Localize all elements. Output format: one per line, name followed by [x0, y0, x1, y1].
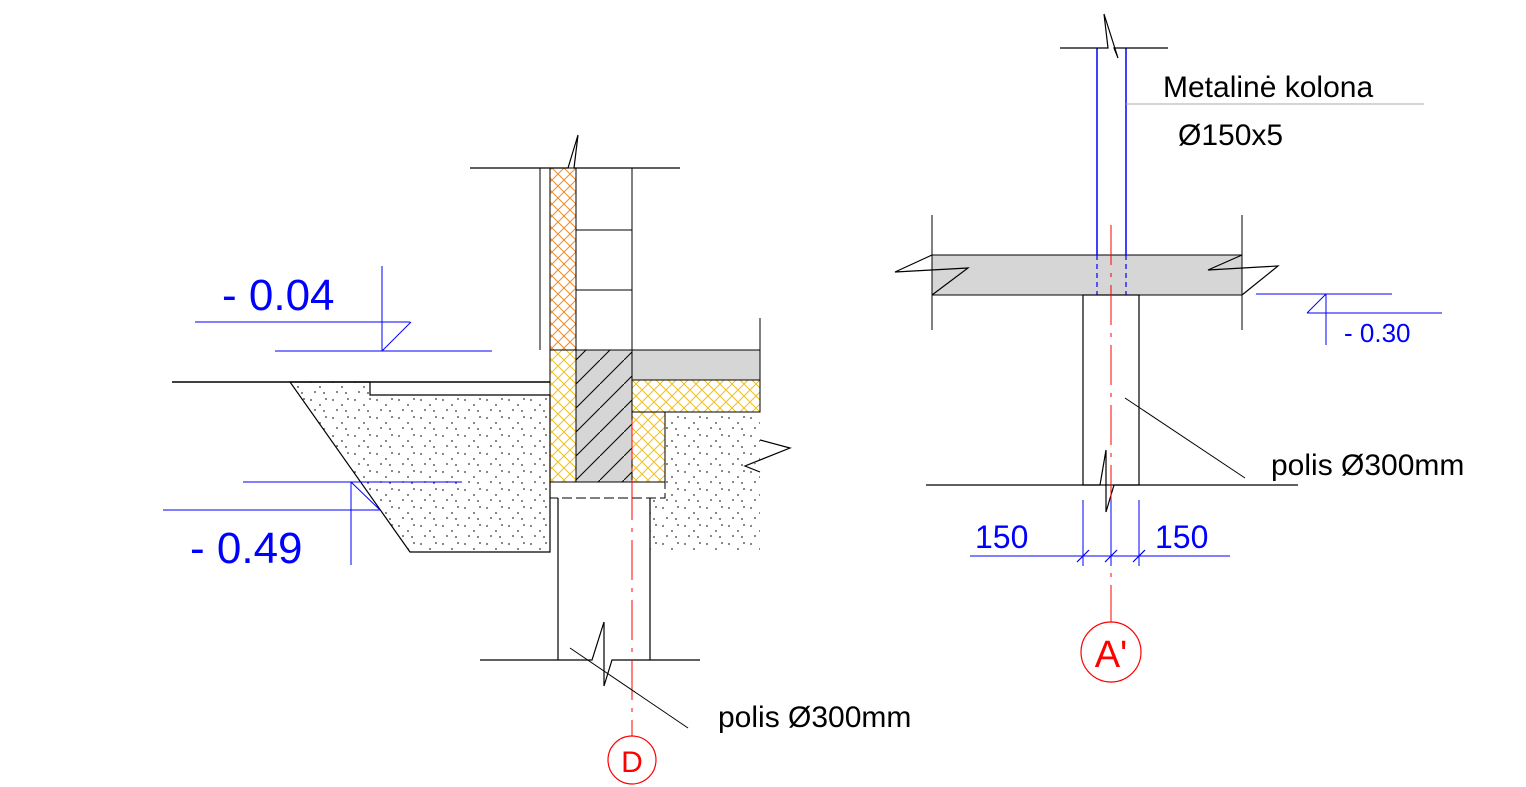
axis-label-d: D	[621, 746, 643, 779]
sand-fill-right	[650, 412, 760, 552]
dim-tick-right	[1132, 549, 1146, 563]
pile-leader-right	[1124, 397, 1246, 479]
slab-break-right	[1207, 254, 1280, 296]
dim-tick-left	[1076, 549, 1090, 563]
pile-leader-left	[569, 647, 689, 729]
axis-label-a: A'	[1095, 634, 1128, 676]
sand-fill	[288, 381, 551, 553]
level-right-arrow	[1306, 293, 1327, 314]
column-break-line	[1060, 13, 1168, 59]
level-bottom-arrow	[350, 481, 381, 511]
wall-break-line	[470, 134, 680, 169]
slab-break-left	[894, 254, 970, 296]
right-column-detail: Metalinė kolona Ø150x5 A' - 0.30 polis Ø…	[894, 13, 1464, 683]
wall-masonry-upper	[575, 167, 633, 351]
axis-bubble-a	[1080, 621, 1142, 683]
level-bottom-value: - 0.49	[190, 524, 303, 573]
level-top-arrow	[381, 321, 412, 352]
column-slab	[931, 254, 1243, 296]
column-label-line2: Ø150x5	[1178, 119, 1283, 152]
level-right-value: - 0.30	[1344, 318, 1411, 348]
beam-base	[549, 481, 666, 499]
foundation-beam-hatch	[576, 350, 632, 482]
pile-label-left: polis Ø300mm	[718, 701, 911, 734]
axis-bubble-d	[607, 735, 657, 785]
dim-value-right: 150	[1155, 519, 1208, 555]
dim-value-left: 150	[975, 519, 1028, 555]
floor-slab	[631, 349, 761, 381]
level-top-value: - 0.04	[222, 271, 335, 320]
floor-insulation	[631, 379, 761, 413]
slab-break-line	[743, 439, 792, 473]
wall-insulation-upper	[549, 167, 577, 351]
pile-break-right	[926, 449, 1298, 513]
beam-insulation-inner	[631, 411, 666, 483]
beam-insulation-outer	[549, 349, 577, 483]
dim-tick-center	[1104, 549, 1118, 563]
left-foundation-detail: D - 0.04 - 0.49 polis Ø300mm	[163, 134, 911, 785]
pile-label-right: polis Ø300mm	[1271, 449, 1464, 482]
column-label-line1: Metalinė kolona	[1163, 71, 1373, 104]
pile-break-line	[480, 621, 700, 687]
